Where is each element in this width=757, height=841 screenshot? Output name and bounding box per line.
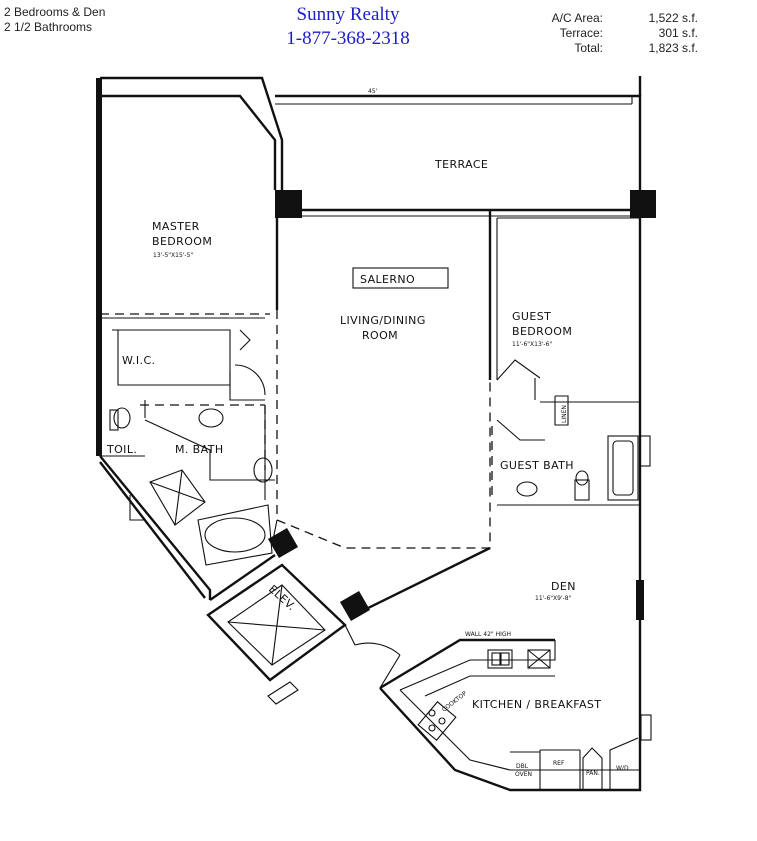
model-name-box bbox=[352, 267, 449, 289]
pantry-label: PAN. bbox=[586, 770, 600, 777]
den-dimension: 11'-6"X9'-8" bbox=[535, 595, 572, 602]
elevator bbox=[206, 546, 491, 705]
living-dining-label: LIVING/DINING bbox=[340, 314, 426, 327]
refrigerator-label: REF bbox=[553, 760, 565, 767]
phone-number: 1-877-368-2318 bbox=[286, 28, 410, 49]
kitchen bbox=[379, 638, 652, 792]
guest-bedroom-dimension: 11'-6"X13'-6" bbox=[512, 341, 552, 348]
company-name: Sunny Realty bbox=[296, 4, 400, 25]
guest-bath-label: GUEST BATH bbox=[500, 459, 574, 472]
column-block bbox=[267, 527, 299, 559]
master-bedroom-dimension: 13'-5"X15'-5" bbox=[153, 252, 193, 259]
area-value: 301 s.f. bbox=[658, 26, 698, 40]
guest-suite-walls bbox=[488, 210, 651, 740]
area-value: 1,522 s.f. bbox=[648, 11, 698, 25]
bedrooms-text: 2 Bedrooms & Den bbox=[4, 5, 106, 19]
master-bath-label: M. BATH bbox=[175, 443, 224, 456]
master-bath-fixtures bbox=[109, 407, 273, 566]
master-bedroom-label: BEDROOM bbox=[152, 235, 212, 248]
unit-summary: 2 Bedrooms & Den 2 1/2 Bathrooms bbox=[4, 5, 105, 35]
bathrooms-text: 2 1/2 Bathrooms bbox=[4, 20, 93, 34]
realty-contact: Sunny Realty 1-877-368-2318 bbox=[268, 3, 428, 51]
column-block bbox=[339, 590, 371, 622]
area-row: Terrace: 301 s.f. bbox=[545, 26, 698, 41]
area-value: 1,823 s.f. bbox=[648, 41, 698, 55]
area-label: Total: bbox=[574, 41, 603, 55]
interior-walls bbox=[100, 313, 275, 500]
angled-exterior-walls bbox=[99, 455, 299, 601]
exterior-wall bbox=[96, 78, 102, 456]
area-row: Total: 1,823 s.f. bbox=[545, 41, 698, 56]
den-label: DEN bbox=[551, 580, 576, 593]
double-oven-label: OVEN bbox=[515, 771, 532, 778]
area-label: Terrace: bbox=[559, 26, 603, 40]
guest-bedroom-label: GUEST bbox=[512, 310, 551, 323]
linen-label: LINEN bbox=[561, 405, 568, 423]
column-block bbox=[636, 580, 644, 620]
kitchen-label: KITCHEN / BREAKFAST bbox=[472, 698, 601, 711]
model-name: SALERNO bbox=[360, 273, 415, 286]
toilet-label: TOIL. bbox=[106, 443, 137, 456]
terrace-label: TERRACE bbox=[434, 158, 488, 171]
master-bedroom-label: MASTER bbox=[152, 220, 200, 233]
living-dining-label: ROOM bbox=[362, 329, 398, 342]
living-dining-zone bbox=[276, 210, 491, 549]
washer-dryer-label: W/D bbox=[616, 765, 629, 772]
guest-bedroom-label: BEDROOM bbox=[512, 325, 572, 338]
terrace-area bbox=[275, 76, 656, 218]
area-table: A/C Area: 1,522 s.f. Terrace: 301 s.f. T… bbox=[545, 11, 698, 56]
wall-height-note: WALL 42" HIGH bbox=[465, 631, 511, 638]
column-block bbox=[630, 190, 656, 218]
cooktop-label: COOKTOP bbox=[441, 690, 469, 714]
terrace-dimension: 45' bbox=[368, 88, 378, 95]
walk-in-closet-label: W.I.C. bbox=[122, 354, 155, 367]
double-oven-label: DBL bbox=[516, 763, 529, 770]
area-row: A/C Area: 1,522 s.f. bbox=[545, 11, 698, 26]
area-label: A/C Area: bbox=[551, 11, 603, 25]
column-block bbox=[275, 190, 302, 218]
plan-labels: 45' TERRACE MASTER BEDROOM 13'-5"X15'-5"… bbox=[106, 88, 629, 778]
master-bedroom-walls bbox=[96, 76, 284, 456]
